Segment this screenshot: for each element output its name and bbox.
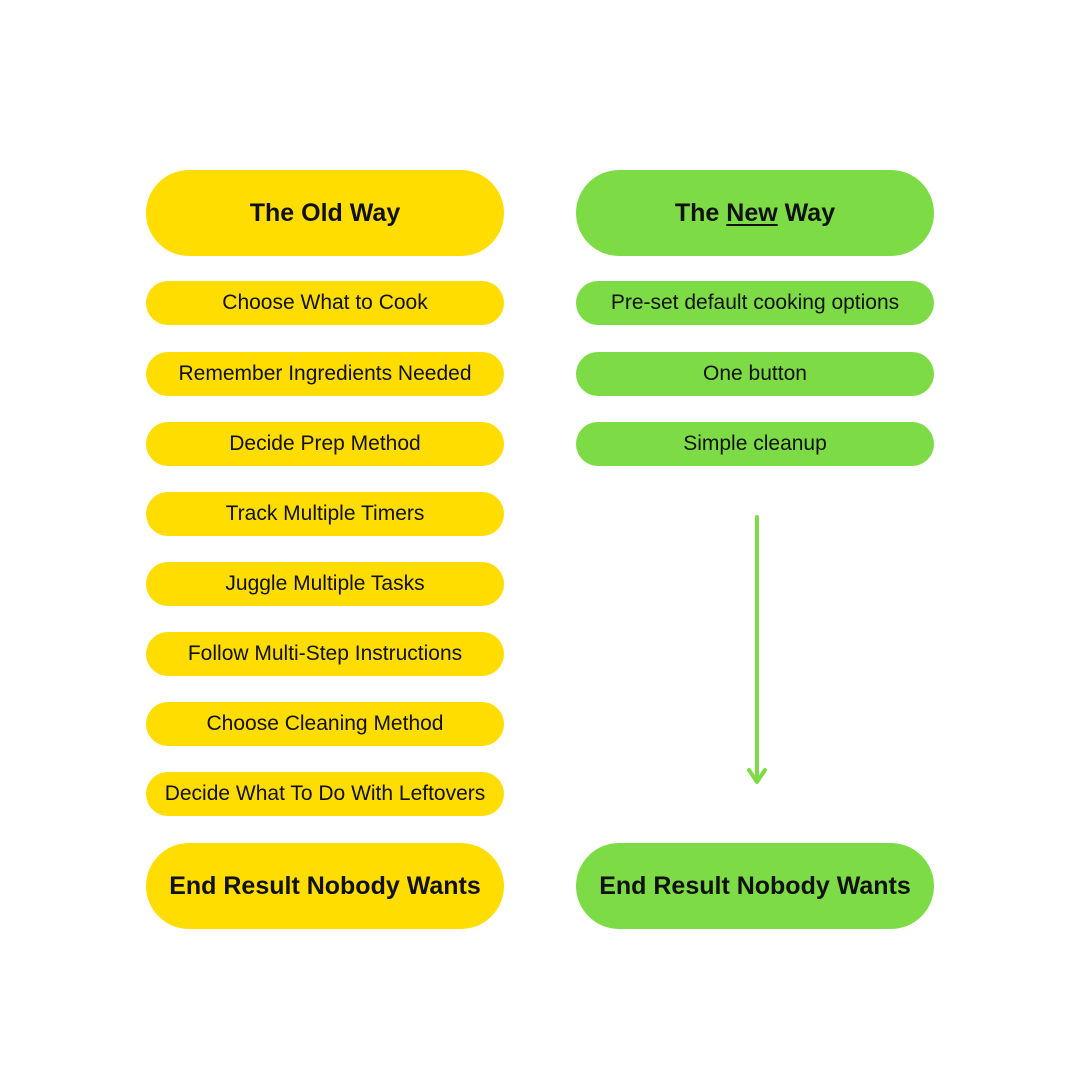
old-way-step-label: Track Multiple Timers [225,502,425,525]
old-way-step: Juggle Multiple Tasks [146,562,504,606]
new-way-title-suffix: Way [784,198,836,227]
old-way-step: Track Multiple Timers [146,492,504,536]
old-way-step: Follow Multi-Step Instructions [146,632,504,676]
new-way-step: Pre-set default cooking options [576,281,934,325]
old-way-step-label: Juggle Multiple Tasks [225,572,425,595]
old-way-step: Choose What to Cook [146,281,504,325]
new-way-step-label: One button [703,362,807,385]
new-way-result-label: End Result Nobody Wants [599,871,911,900]
old-way-header: The Old Way [146,170,504,256]
old-way-result-label: End Result Nobody Wants [169,871,481,900]
old-way-step: Decide Prep Method [146,422,504,466]
old-way-step-label: Follow Multi-Step Instructions [187,642,463,665]
new-way-title-prefix: The [674,198,720,227]
new-way-header: The New Way [576,170,934,256]
old-way-title: The Old Way [249,198,401,227]
arrow-head [747,768,767,784]
new-way-step: One button [576,352,934,396]
old-way-step-label: Choose Cleaning Method [206,712,444,735]
new-way-title: The New Way [675,199,835,228]
old-way-step-label: Remember Ingredients Needed [178,362,472,385]
new-way-result: End Result Nobody Wants [576,843,934,929]
old-way-step: Remember Ingredients Needed [146,352,504,396]
arrow-down-icon [747,515,767,784]
old-way-step-label: Decide Prep Method [229,432,421,455]
new-way-step: Simple cleanup [576,422,934,466]
old-way-step: Decide What To Do With Leftovers [146,772,504,816]
old-way-step-label: Decide What To Do With Leftovers [164,782,486,805]
new-way-step-label: Simple cleanup [683,432,827,455]
new-way-step-label: Pre-set default cooking options [610,291,900,314]
old-way-result: End Result Nobody Wants [146,843,504,929]
old-way-step: Choose Cleaning Method [146,702,504,746]
old-way-step-label: Choose What to Cook [222,291,428,314]
new-way-title-emphasis: New [726,198,778,227]
